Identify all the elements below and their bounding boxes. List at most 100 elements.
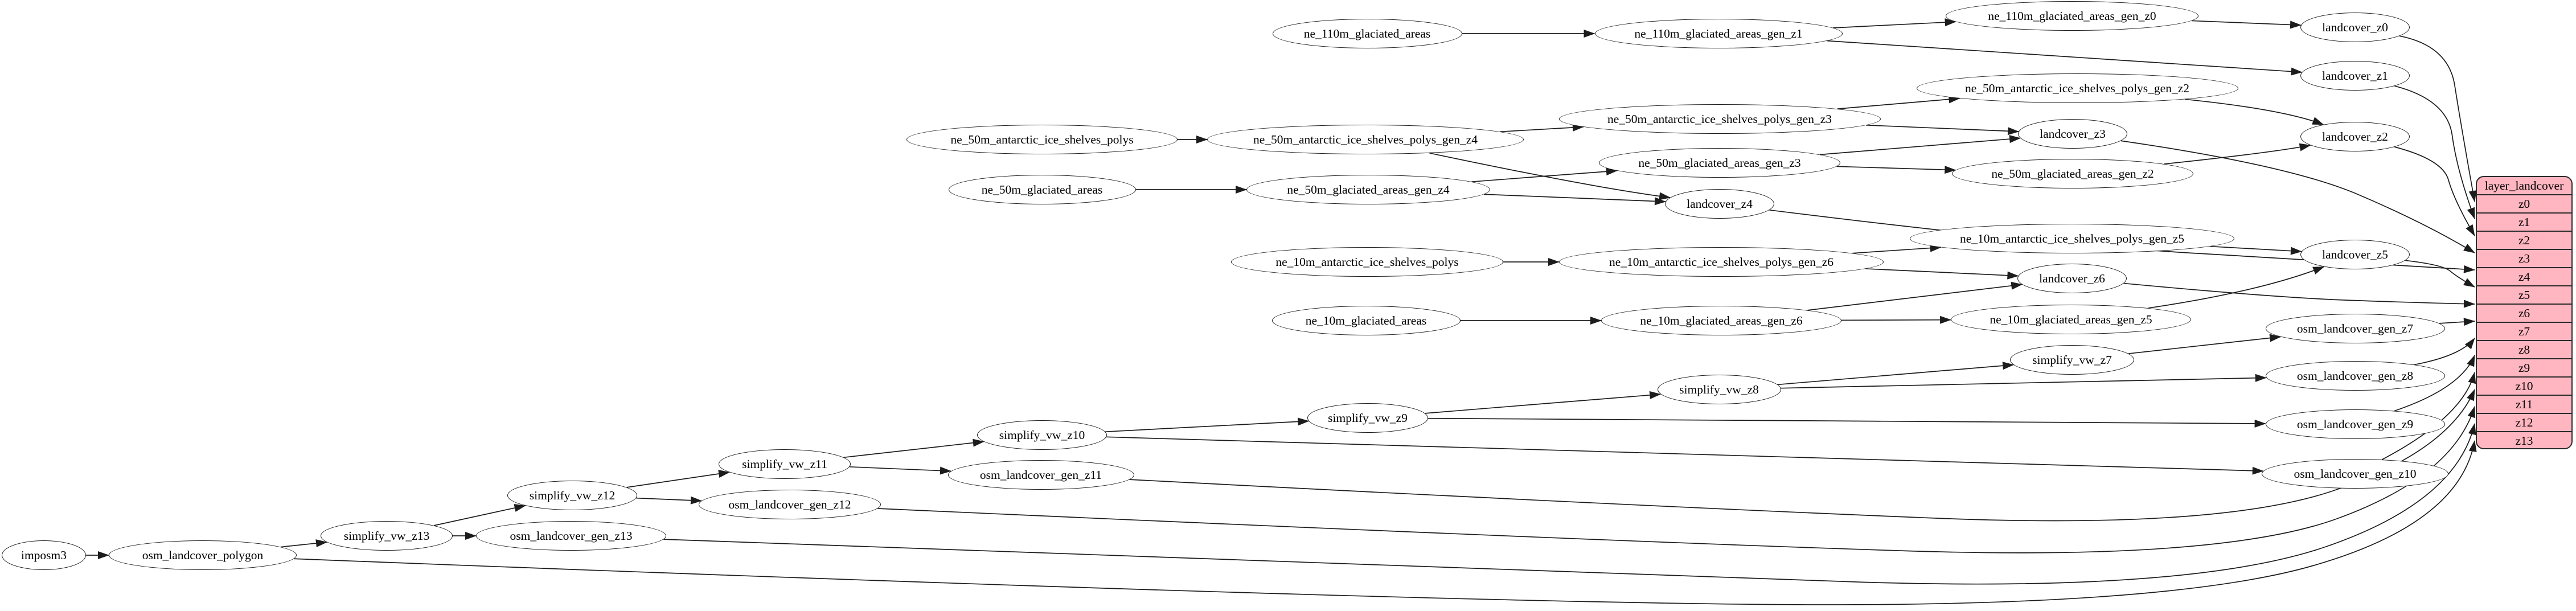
- layer-table-row: z1: [2477, 212, 2571, 231]
- graph-edge: [1836, 166, 1956, 174]
- graph-edge: [2120, 140, 2475, 253]
- graph-edge: [2191, 20, 2302, 29]
- graph-node-osm_landcover_gen_z13: osm_landcover_gen_z13: [476, 521, 666, 551]
- graph-node-simplify_vw_z7: simplify_vw_z7: [2010, 345, 2134, 375]
- graph-edge: [2210, 245, 2303, 255]
- graph-edge: [1781, 374, 2267, 389]
- graph-node-osm_landcover_gen_z8: osm_landcover_gen_z8: [2265, 361, 2445, 391]
- graph-node-ne_110m_glaciated_areas_gen_z0: ne_110m_glaciated_areas_gen_z0: [1946, 1, 2198, 31]
- graph-node-simplify_vw_z11: simplify_vw_z11: [719, 449, 851, 479]
- graph-node-ne_50m_glaciated_areas_gen_z2: ne_50m_glaciated_areas_gen_z2: [1952, 159, 2193, 188]
- graph-edge: [2381, 372, 2476, 460]
- graph-node-ne_10m_glaciated_areas_gen_z6: ne_10m_glaciated_areas_gen_z6: [1601, 306, 1841, 335]
- graph-node-ne_10m_antarctic_ice_shelves_polys_gen_z6: ne_10m_antarctic_ice_shelves_polys_gen_z…: [1559, 247, 1884, 277]
- graph-node-ne_50m_glaciated_areas: ne_50m_glaciated_areas: [948, 175, 1136, 204]
- graph-edge: [1819, 135, 2021, 155]
- graph-node-simplify_vw_z8: simplify_vw_z8: [1657, 375, 1781, 404]
- graph-edge: [1429, 152, 1671, 200]
- graph-node-osm_landcover_gen_z12: osm_landcover_gen_z12: [699, 490, 881, 519]
- layer-table-row: z4: [2477, 267, 2571, 285]
- graph-edge: [1841, 315, 1952, 324]
- graph-edge: [877, 406, 2476, 553]
- graph-node-simplify_vw_z13: simplify_vw_z13: [321, 521, 453, 551]
- graph-edge: [2399, 35, 2477, 202]
- graph-node-osm_landcover_polygon: osm_landcover_polygon: [109, 540, 297, 570]
- graph-edge: [1428, 417, 2266, 428]
- graph-edge: [663, 423, 2476, 585]
- graph-edge: [2394, 146, 2475, 236]
- layer-table-row: z8: [2477, 340, 2571, 358]
- graph-edge: [1425, 391, 1662, 414]
- graph-node-landcover_z5: landcover_z5: [2300, 240, 2410, 269]
- graph-node-landcover_z1: landcover_z1: [2300, 61, 2410, 91]
- graph-edge: [636, 496, 703, 505]
- graph-edge: [2128, 334, 2282, 354]
- graph-node-ne_10m_glaciated_areas_gen_z5: ne_10m_glaciated_areas_gen_z5: [1951, 305, 2191, 334]
- layer-table-row: z2: [2477, 231, 2571, 249]
- graph-edge: [2148, 266, 2325, 309]
- graph-node-osm_landcover_gen_z7: osm_landcover_gen_z7: [2265, 314, 2445, 343]
- graph-edge: [2394, 355, 2475, 412]
- graph-node-simplify_vw_z10: simplify_vw_z10: [977, 420, 1107, 450]
- graph-node-ne_50m_antarctic_ice_shelves_polys_gen_z3: ne_50m_antarctic_ice_shelves_polys_gen_z…: [1558, 104, 1881, 134]
- graph-node-osm_landcover_gen_z9: osm_landcover_gen_z9: [2265, 409, 2445, 439]
- layer-table-row: z7: [2477, 322, 2571, 340]
- graph-node-landcover_z4: landcover_z4: [1665, 189, 1774, 219]
- layer-table-row: z9: [2477, 358, 2571, 376]
- graph-edge: [849, 466, 951, 475]
- graph-edge: [2414, 338, 2475, 366]
- graph-node-ne_10m_antarctic_ice_shelves_polys: ne_10m_antarctic_ice_shelves_polys: [1231, 247, 1503, 277]
- graph-edge: [2405, 260, 2475, 288]
- layer-table-rows: z0z1z2z3z4z5z6z7z8z9z10z11z12z13z14+: [2477, 194, 2571, 448]
- layer-table-row: z12: [2477, 413, 2571, 431]
- graph-node-ne_50m_glaciated_areas_gen_z3: ne_50m_glaciated_areas_gen_z3: [1599, 148, 1840, 178]
- layer-table-row: z0: [2477, 194, 2571, 212]
- graph-edge: [1852, 244, 1942, 254]
- layer-table-row: z13: [2477, 431, 2571, 448]
- graph-node-ne_110m_glaciated_areas_gen_z1: ne_110m_glaciated_areas_gen_z1: [1594, 19, 1843, 48]
- graph-node-landcover_z0: landcover_z0: [2300, 13, 2410, 42]
- graph-edge: [1827, 40, 2303, 76]
- layer-table-title: layer_landcover: [2484, 178, 2564, 192]
- graph-node-ne_50m_antarctic_ice_shelves_polys_gen_z2: ne_50m_antarctic_ice_shelves_polys_gen_z…: [1916, 73, 2238, 103]
- graph-edge: [1866, 124, 2020, 136]
- graph-node-landcover_z3: landcover_z3: [2018, 119, 2127, 149]
- graph-edge: [2123, 282, 2475, 308]
- graph-edge: [1832, 18, 1956, 28]
- graph-edge: [2394, 85, 2475, 219]
- graph-node-ne_110m_glaciated_areas: ne_110m_glaciated_areas: [1272, 19, 1462, 48]
- graph-edge: [1500, 123, 1584, 133]
- graph-edge: [2164, 143, 2311, 165]
- layer-table-row: z6: [2477, 304, 2571, 322]
- graph-node-ne_50m_antarctic_ice_shelves_polys: ne_50m_antarctic_ice_shelves_polys: [906, 125, 1178, 154]
- graph-edge: [1865, 268, 2019, 280]
- graph-edge: [1483, 194, 1667, 206]
- graph-edge: [1807, 281, 2023, 311]
- graph-edge: [843, 438, 985, 458]
- graph-edge: [281, 539, 327, 548]
- graph-edge: [1105, 417, 1310, 433]
- graph-edge: [626, 470, 731, 488]
- graph-node-osm_landcover_gen_z11: osm_landcover_gen_z11: [947, 460, 1134, 490]
- graph-node-ne_10m_glaciated_areas: ne_10m_glaciated_areas: [1271, 306, 1461, 335]
- graph-node-imposm3: imposm3: [2, 540, 86, 570]
- graph-edge: [1777, 362, 2015, 386]
- graph-edge: [2184, 99, 2324, 125]
- graph-node-ne_10m_antarctic_ice_shelves_polys_gen_z5: ne_10m_antarctic_ice_shelves_polys_gen_z…: [1910, 224, 2234, 253]
- graph-node-osm_landcover_gen_z10: osm_landcover_gen_z10: [2262, 459, 2448, 489]
- layer-table-row: z10: [2477, 376, 2571, 395]
- graph-node-simplify_vw_z12: simplify_vw_z12: [507, 481, 637, 510]
- graph-node-ne_50m_glaciated_areas_gen_z4: ne_50m_glaciated_areas_gen_z4: [1246, 175, 1490, 204]
- graph-node-landcover_z6: landcover_z6: [2017, 264, 2127, 293]
- graph-node-landcover_z2: landcover_z2: [2300, 122, 2410, 151]
- graph-edge: [2439, 318, 2475, 326]
- graph-edge: [1837, 95, 1960, 110]
- layer-table-row: z5: [2477, 285, 2571, 304]
- graph-edge: [1106, 436, 2264, 475]
- graph-node-simplify_vw_z9: simplify_vw_z9: [1307, 403, 1428, 433]
- graph-edge: [294, 440, 2477, 605]
- layer-table-row: z11: [2477, 395, 2571, 413]
